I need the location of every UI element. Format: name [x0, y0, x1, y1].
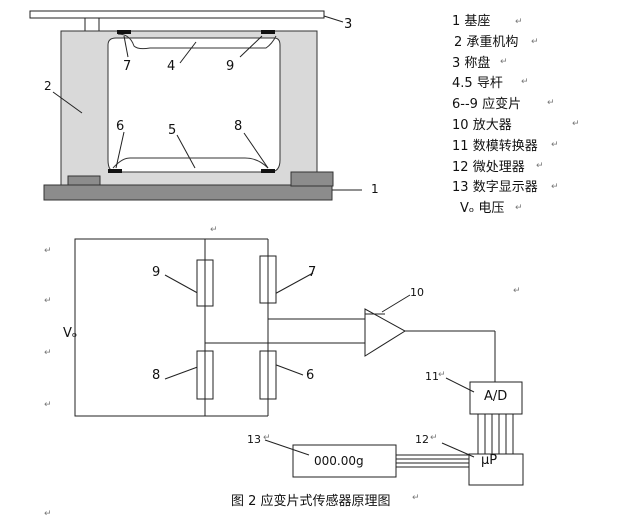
leader-3 — [323, 15, 344, 23]
legend: 1 基座 2 承重机构 3 称盘 4.5 导杆 6--9 应变片 10 放大器 … — [452, 12, 538, 220]
label-3: 3 — [344, 17, 353, 32]
legend-item: 6--9 应变片 — [452, 97, 522, 113]
paragraph-mark-icon: ↵ — [44, 246, 52, 256]
label-2: 2 — [44, 79, 52, 93]
leader-5 — [176, 134, 196, 169]
weighing-pan — [29, 10, 325, 19]
adc-label: A/D — [484, 389, 508, 404]
paragraph-mark-icon: ↵ — [44, 348, 52, 358]
legend-item: Vₒ 电压 — [460, 201, 505, 217]
leader-4 — [179, 41, 197, 64]
strain-gauge-6 — [108, 169, 122, 173]
legend-item: 12 微处理器 — [452, 159, 525, 175]
strain-gauge-7 — [117, 30, 131, 34]
display-readout: 000.00g — [314, 454, 364, 468]
label-r9: 9 — [152, 265, 161, 280]
paragraph-mark-icon: ↵ — [547, 98, 555, 108]
paragraph-mark-icon: ↵ — [210, 225, 218, 235]
label-5: 5 — [168, 123, 177, 138]
guide-rod-5 — [112, 157, 269, 169]
label-vo: Vₒ — [63, 326, 78, 341]
leader-11 — [445, 377, 475, 393]
paragraph-mark-icon: ↵ — [551, 140, 559, 150]
paragraph-mark-icon: ↵ — [515, 203, 523, 213]
base-plate — [43, 184, 333, 201]
base-foot-left — [67, 175, 101, 186]
paragraph-mark-icon: ↵ — [44, 296, 52, 306]
label-r8: 8 — [152, 368, 161, 383]
label-4: 4 — [167, 59, 176, 74]
leader-7 — [123, 35, 129, 58]
strain-gauge-9 — [261, 30, 275, 34]
paragraph-mark-icon: ↵ — [572, 119, 580, 129]
wire-supply-top — [74, 238, 205, 417]
adc-box — [469, 381, 523, 415]
legend-item: 4.5 导杆 — [452, 76, 503, 92]
label-adc-11: 11 — [425, 370, 439, 383]
label-r7: 7 — [308, 265, 317, 280]
label-8: 8 — [234, 119, 243, 134]
paragraph-mark-icon: ↵ — [521, 77, 529, 87]
leader-6 — [115, 131, 125, 169]
label-6: 6 — [116, 119, 125, 134]
label-r6: 6 — [306, 368, 315, 383]
paragraph-mark-icon: ↵ — [551, 182, 559, 192]
strain-gauge-8 — [261, 169, 275, 173]
leader-10 — [381, 294, 411, 313]
paragraph-mark-icon: ↵ — [430, 433, 438, 443]
label-1: 1 — [371, 182, 379, 196]
figure-caption: 图 2 应变片式传感器原理图 — [231, 494, 391, 509]
paragraph-mark-icon: ↵ — [412, 493, 420, 503]
label-9: 9 — [226, 59, 235, 74]
leader-2 — [52, 91, 83, 114]
paragraph-mark-icon: ↵ — [536, 161, 544, 171]
paragraph-mark-icon: ↵ — [500, 57, 508, 67]
legend-item: 10 放大器 — [452, 117, 512, 133]
paragraph-mark-icon: ↵ — [438, 370, 446, 380]
paragraph-mark-icon: ↵ — [515, 17, 523, 27]
microprocessor-box — [468, 453, 524, 486]
label-display-13: 13 — [247, 433, 261, 446]
paragraph-mark-icon: ↵ — [44, 400, 52, 410]
leader-8 — [243, 132, 269, 169]
leader-r7 — [270, 272, 314, 297]
legend-item: 3 称盘 — [452, 55, 491, 71]
microprocessor-label: μP — [481, 453, 498, 468]
label-amplifier-10: 10 — [410, 286, 424, 299]
legend-item: 13 数字显示器 — [452, 180, 538, 196]
guide-rod-4 — [117, 33, 277, 50]
base-foot-right — [290, 171, 334, 187]
legend-item: 1 基座 — [452, 14, 491, 29]
pan-post — [84, 17, 100, 33]
paragraph-mark-icon: ↵ — [513, 286, 521, 296]
load-frame — [60, 30, 318, 189]
leader-9 — [239, 35, 263, 58]
paragraph-mark-icon: ↵ — [44, 509, 52, 519]
display-box — [292, 444, 397, 478]
paragraph-mark-icon: ↵ — [263, 433, 271, 443]
label-mp-12: 12 — [415, 433, 429, 446]
legend-item: 11 数模转换器 — [452, 138, 538, 154]
legend-item: 2 承重机构 — [454, 34, 519, 50]
leader-13 — [264, 439, 310, 456]
label-7: 7 — [123, 59, 132, 74]
paragraph-mark-icon: ↵ — [531, 37, 539, 47]
amplifier-triangle — [364, 308, 406, 357]
